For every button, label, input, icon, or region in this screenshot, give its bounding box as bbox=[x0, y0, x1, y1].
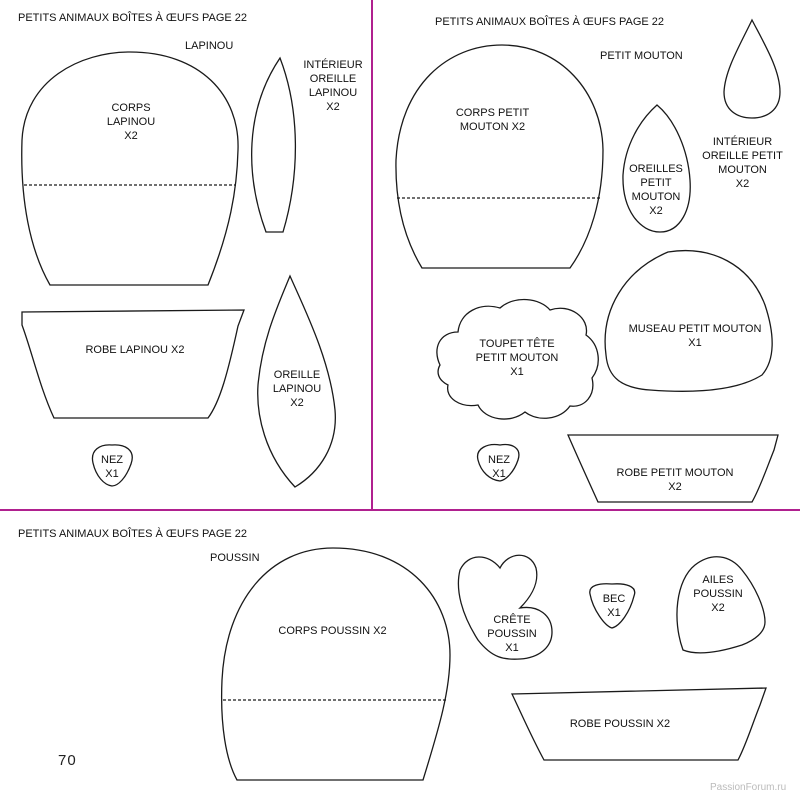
sheep-panel-subtitle: PETIT MOUTON bbox=[600, 50, 683, 62]
sheep-ear-shape bbox=[622, 104, 691, 233]
sheep-panel-header: PETITS ANIMAUX BOÎTES À ŒUFS PAGE 22 bbox=[435, 16, 665, 28]
sheep-tuft-label: TOUPET TÊTE PETIT MOUTON X1 bbox=[475, 338, 559, 378]
rabbit-panel-subtitle: LAPINOU bbox=[185, 40, 234, 52]
rabbit-nose-shape bbox=[91, 444, 133, 487]
chick-body-label: CORPS POUSSIN X2 bbox=[278, 625, 387, 637]
sheep-muzzle-shape bbox=[604, 250, 773, 392]
rabbit-ear-label: OREILLE LAPINOU X2 bbox=[272, 369, 322, 409]
chick-panel-header: PETITS ANIMAUX BOÎTES À ŒUFS PAGE 22 bbox=[18, 528, 248, 540]
rabbit-ear-shape bbox=[257, 274, 336, 488]
chick-body-shape bbox=[221, 547, 451, 781]
chick-wings-label: AILES POUSSIN X2 bbox=[693, 574, 743, 614]
watermark: PassionForum.ru bbox=[710, 782, 787, 793]
rabbit-inner-ear-label: INTÉRIEUR OREILLE LAPINOU X2 bbox=[303, 59, 363, 113]
rabbit-panel-header: PETITS ANIMAUX BOÎTES À ŒUFS PAGE 22 bbox=[18, 12, 248, 24]
sheep-nose-shape bbox=[476, 443, 520, 482]
sheep-body-shape bbox=[395, 44, 604, 269]
chick-beak-shape bbox=[589, 583, 636, 629]
chick-beak-label: BEC X1 bbox=[602, 593, 626, 619]
chick-panel-subtitle: POUSSIN bbox=[210, 552, 260, 564]
rabbit-dress-shape bbox=[21, 309, 245, 419]
chick-wings-shape bbox=[676, 556, 766, 654]
chick-dress-label: ROBE POUSSIN X2 bbox=[569, 718, 671, 730]
rabbit-body-label: CORPS LAPINOU X2 bbox=[106, 102, 156, 142]
sheep-inner-ear-shape bbox=[723, 18, 781, 119]
sheep-inner-ear-label: INTÉRIEUR OREILLE PETIT MOUTON X2 bbox=[702, 136, 783, 190]
rabbit-body-shape bbox=[21, 51, 239, 286]
chick-crest-label: CRÊTE POUSSIN X1 bbox=[487, 614, 537, 654]
chick-dress-shape bbox=[510, 687, 767, 761]
sheep-dress-shape bbox=[567, 434, 779, 503]
sheep-ears-label: OREILLES PETIT MOUTON X2 bbox=[629, 163, 683, 217]
chick-crest-shape bbox=[457, 554, 553, 660]
rabbit-dress-label: ROBE LAPINOU X2 bbox=[85, 344, 185, 356]
sheep-nose-label: NEZ X1 bbox=[488, 454, 510, 480]
sheep-body-label: CORPS PETIT MOUTON X2 bbox=[455, 107, 530, 133]
sheep-muzzle-label: MUSEAU PETIT MOUTON X1 bbox=[628, 323, 762, 349]
rabbit-inner-ear-shape bbox=[251, 56, 297, 233]
rabbit-nose-label: NEZ X1 bbox=[101, 454, 123, 480]
sheep-tuft-shape bbox=[436, 298, 599, 420]
sheep-dress-label: ROBE PETIT MOUTON X2 bbox=[616, 467, 734, 493]
page-number: 70 bbox=[58, 752, 77, 769]
